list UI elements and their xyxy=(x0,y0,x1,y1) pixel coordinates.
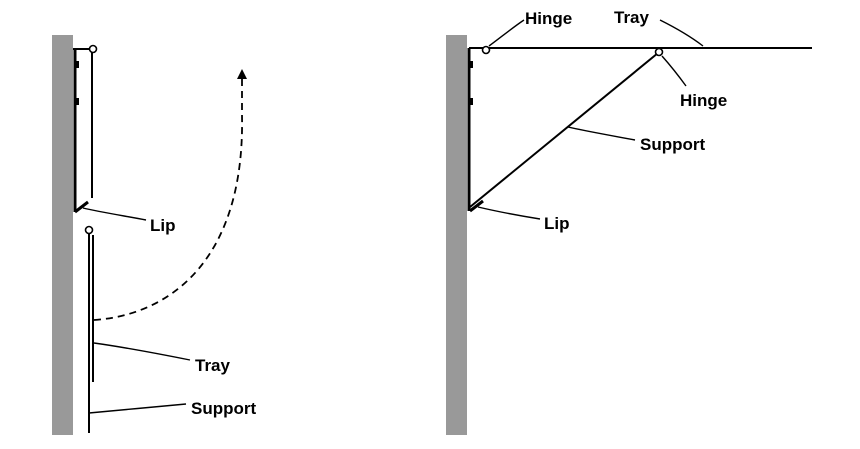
hinge-right-leader xyxy=(661,55,687,87)
lip-leader-right xyxy=(477,206,541,220)
bolt-top-right xyxy=(468,61,473,68)
hinge-top-left xyxy=(88,44,98,54)
bolt-top-left xyxy=(74,61,79,68)
wall-left xyxy=(52,35,73,435)
support-label-right: Support xyxy=(640,135,705,154)
lip-left xyxy=(74,200,89,214)
hinge-top-right xyxy=(481,45,491,55)
hinge-right-label: Hinge xyxy=(680,91,727,110)
deployed-view: Hinge Tray Hinge Support Lip xyxy=(446,8,812,435)
tray-label-left: Tray xyxy=(195,356,231,375)
tray-label-right: Tray xyxy=(614,8,650,27)
wall-right xyxy=(446,35,467,435)
lip-label-right: Lip xyxy=(544,214,570,233)
lip-right xyxy=(469,199,484,213)
hinge-end-right xyxy=(654,47,664,57)
lip-leader-left xyxy=(82,207,147,221)
hinge-support-left xyxy=(84,225,94,235)
rotation-arrow xyxy=(93,69,247,321)
lip-label-left: Lip xyxy=(150,216,176,235)
bolt-bottom-left xyxy=(74,98,79,105)
support-leader-right xyxy=(567,126,636,141)
hinge-top-leader xyxy=(488,19,525,47)
bolt-bottom-right xyxy=(468,98,473,105)
folded-view: Lip Tray Support xyxy=(52,35,256,435)
hinge-top-label: Hinge xyxy=(525,9,572,28)
support-right xyxy=(469,52,659,208)
tray-leader-left xyxy=(93,342,191,361)
support-label-left: Support xyxy=(191,399,256,418)
tray-leader-right xyxy=(659,19,704,47)
support-leader-left xyxy=(88,403,187,414)
